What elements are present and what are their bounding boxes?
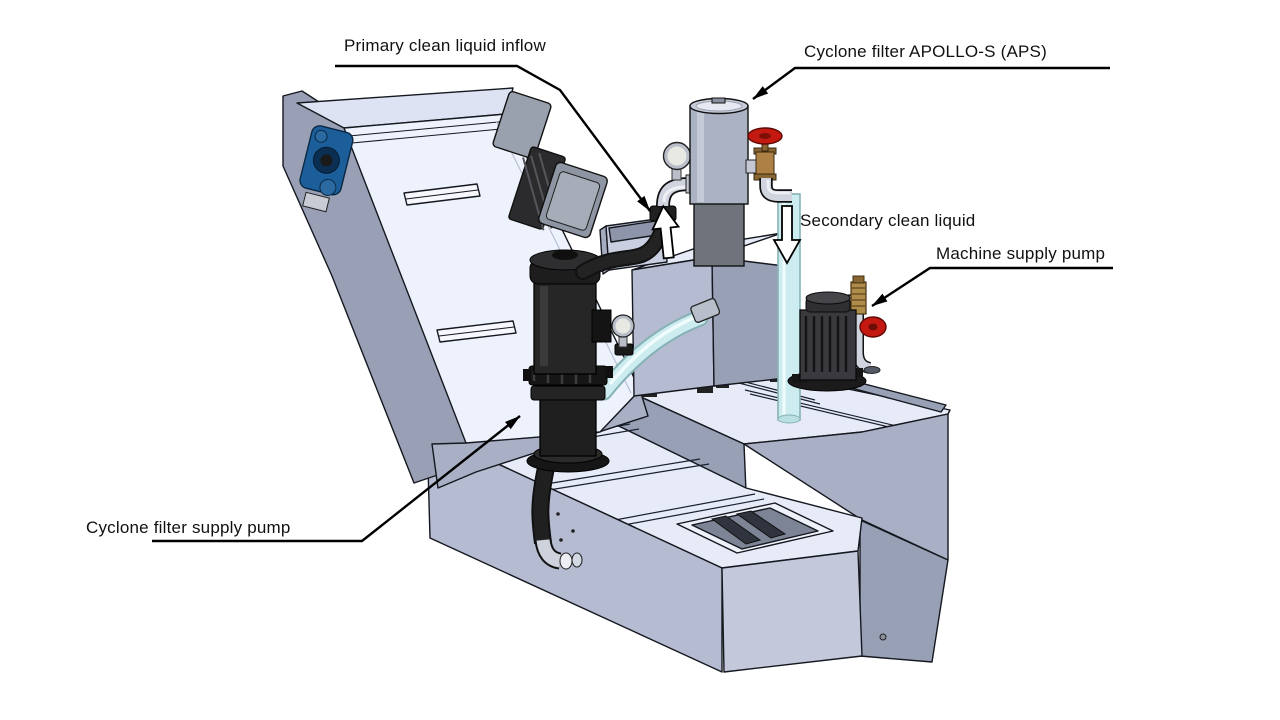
leader-primary-inflow (335, 64, 651, 212)
leader-lines (152, 64, 1113, 543)
pressure-gauge-small-icon (611, 314, 635, 356)
cover-slot (403, 183, 481, 206)
tank-right-face (721, 550, 863, 673)
leader-supply-pump (152, 415, 521, 543)
label-machine-pump: Machine supply pump (936, 244, 1106, 263)
flow-arrow-down-icon (772, 205, 802, 265)
flow-arrow-up-icon (651, 204, 681, 260)
flow-arrows (651, 204, 802, 265)
label-primary-inflow: Primary clean liquid inflow (344, 36, 546, 55)
bearing-unit-icon (299, 125, 354, 213)
tank-right-face-upper (743, 413, 949, 561)
brass-fitting-icon (850, 275, 867, 315)
label-secondary-liquid: Secondary clean liquid (800, 211, 976, 230)
tank-access-opening (676, 502, 834, 554)
machine-supply-pump (787, 275, 887, 392)
return-hose (595, 297, 721, 401)
label-cyclone-filter: Cyclone filter APOLLO-S (APS) (804, 42, 1047, 61)
pressure-gauge-icon (662, 141, 692, 181)
leader-cyclone-filter (752, 66, 1110, 100)
cyclone-filter-supply-pump (523, 212, 671, 570)
gate-valve-icon (745, 127, 783, 181)
tank-front-face (426, 430, 723, 673)
leader-machine-pump (871, 266, 1113, 308)
label-supply-pump: Cyclone filter supply pump (86, 518, 291, 537)
drive-motor (492, 90, 608, 239)
cover-slot (436, 320, 517, 343)
